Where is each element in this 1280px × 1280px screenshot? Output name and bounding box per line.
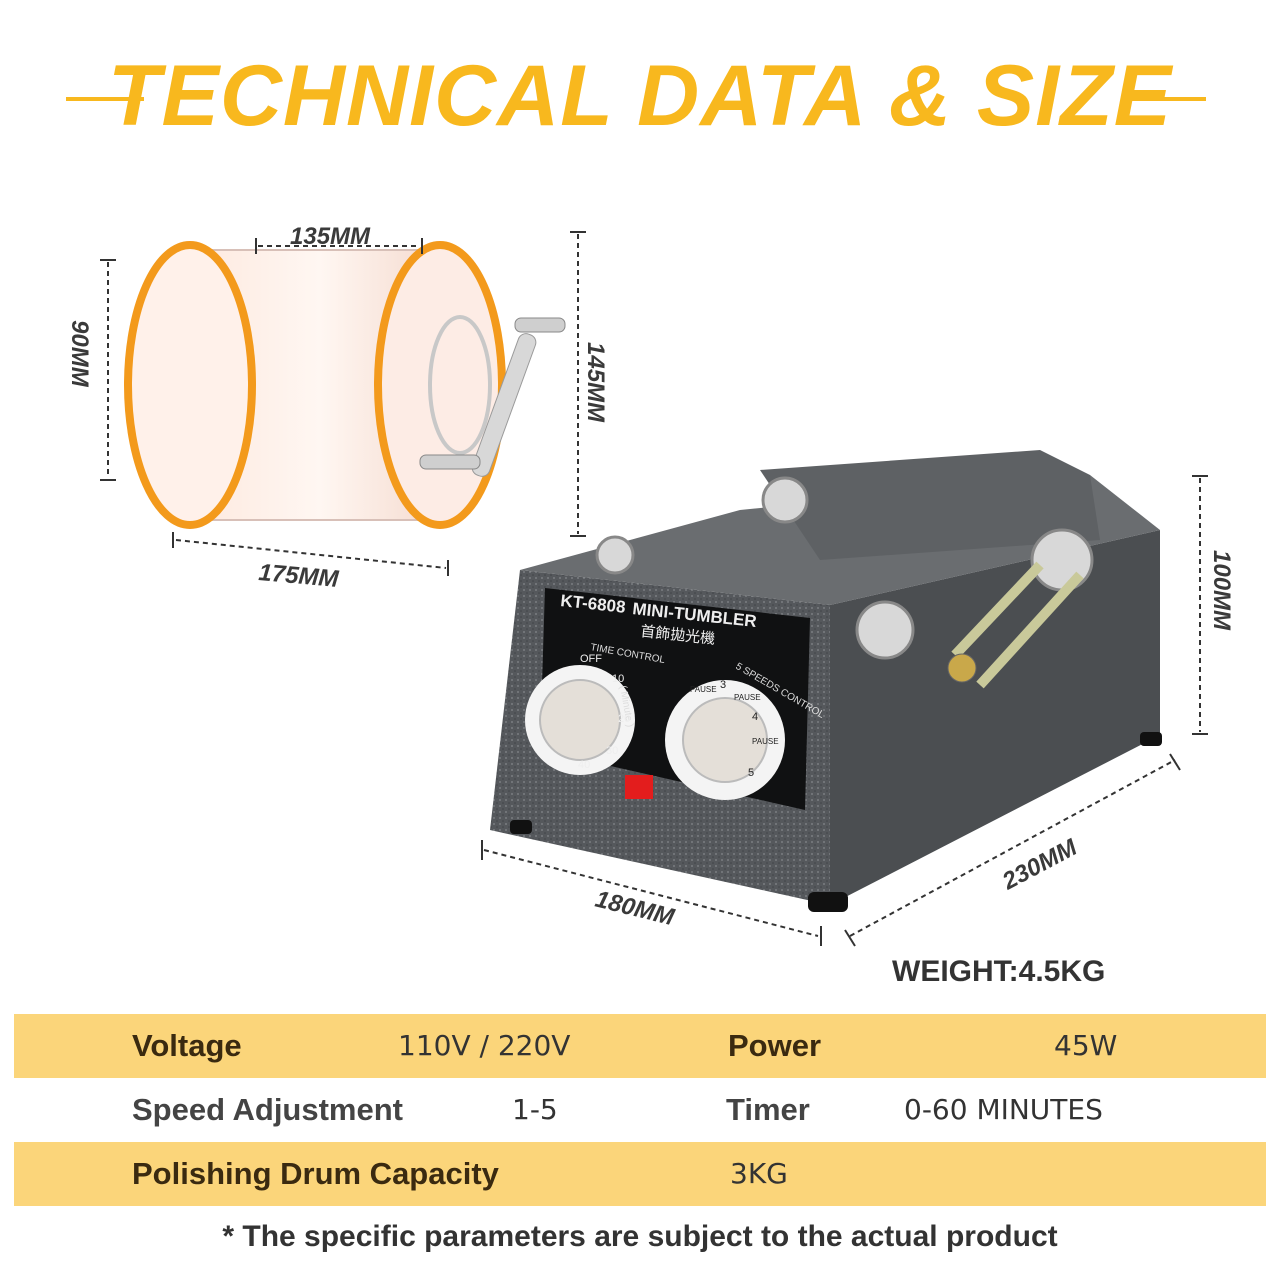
spec-label-2: Timer	[726, 1092, 810, 1127]
timer-mark-30: 30	[606, 745, 618, 757]
speed-mark-5: 5	[748, 767, 754, 779]
spec-value-2: 45W	[1054, 1029, 1118, 1062]
speed-mark-pause-1: PAUSE	[690, 685, 717, 694]
speed-mark-pause-3: PAUSE	[752, 737, 779, 746]
spec-label: Polishing Drum Capacity	[132, 1156, 499, 1191]
dim-drum-inner-length: 135MM	[290, 223, 371, 250]
spec-value-2: 0-60 MINUTES	[904, 1093, 1103, 1126]
speed-mark-pause-2: PAUSE	[734, 693, 761, 702]
spec-label: Voltage	[132, 1028, 242, 1063]
title-block: TECHNICAL DATA & SIZE	[0, 40, 1280, 150]
tumbler-machine	[490, 450, 1162, 912]
dim-drum-length: 175MM	[257, 559, 340, 593]
weight-label: WEIGHT:4.5KG	[892, 955, 1106, 988]
footnote: * The specific parameters are subject to…	[222, 1220, 1058, 1253]
dim-drum-height: 145MM	[582, 342, 609, 423]
page-title: TECHNICAL DATA & SIZE	[107, 48, 1173, 144]
spec-label-2: Power	[728, 1028, 822, 1063]
title-rule-right	[1128, 97, 1206, 101]
machine-dimension-lines	[481, 475, 1208, 947]
speed-mark-4: 4	[752, 711, 758, 723]
polishing-drum	[124, 241, 566, 529]
dim-machine-width: 180MM	[593, 886, 678, 932]
dim-machine-height: 100MM	[1208, 550, 1235, 631]
table-row: Voltage 110V / 220V Power 45W	[14, 1014, 1266, 1078]
spec-value: 110V / 220V	[398, 1029, 571, 1062]
spec-label: Speed Adjustment	[132, 1092, 403, 1127]
timer-mark-10: 10	[612, 673, 624, 685]
speed-mark-3: 3	[720, 679, 726, 691]
timer-mark-40: 40	[578, 759, 590, 771]
dim-drum-diameter: 90MM	[66, 320, 93, 388]
spec-table: Voltage 110V / 220V Power 45W Speed Adju…	[14, 1014, 1266, 1206]
spec-value: 3KG	[730, 1157, 788, 1190]
title-rule-left	[66, 97, 144, 101]
timer-mark-off: OFF	[580, 653, 602, 665]
dim-machine-depth: 230MM	[997, 833, 1082, 895]
timer-mark-20: 20	[618, 713, 630, 725]
drum-dimension-lines	[100, 231, 586, 576]
spec-value: 1-5	[512, 1093, 558, 1126]
table-row: Speed Adjustment 1-5 Timer 0-60 MINUTES	[14, 1078, 1266, 1142]
table-row: Polishing Drum Capacity 3KG	[14, 1142, 1266, 1206]
